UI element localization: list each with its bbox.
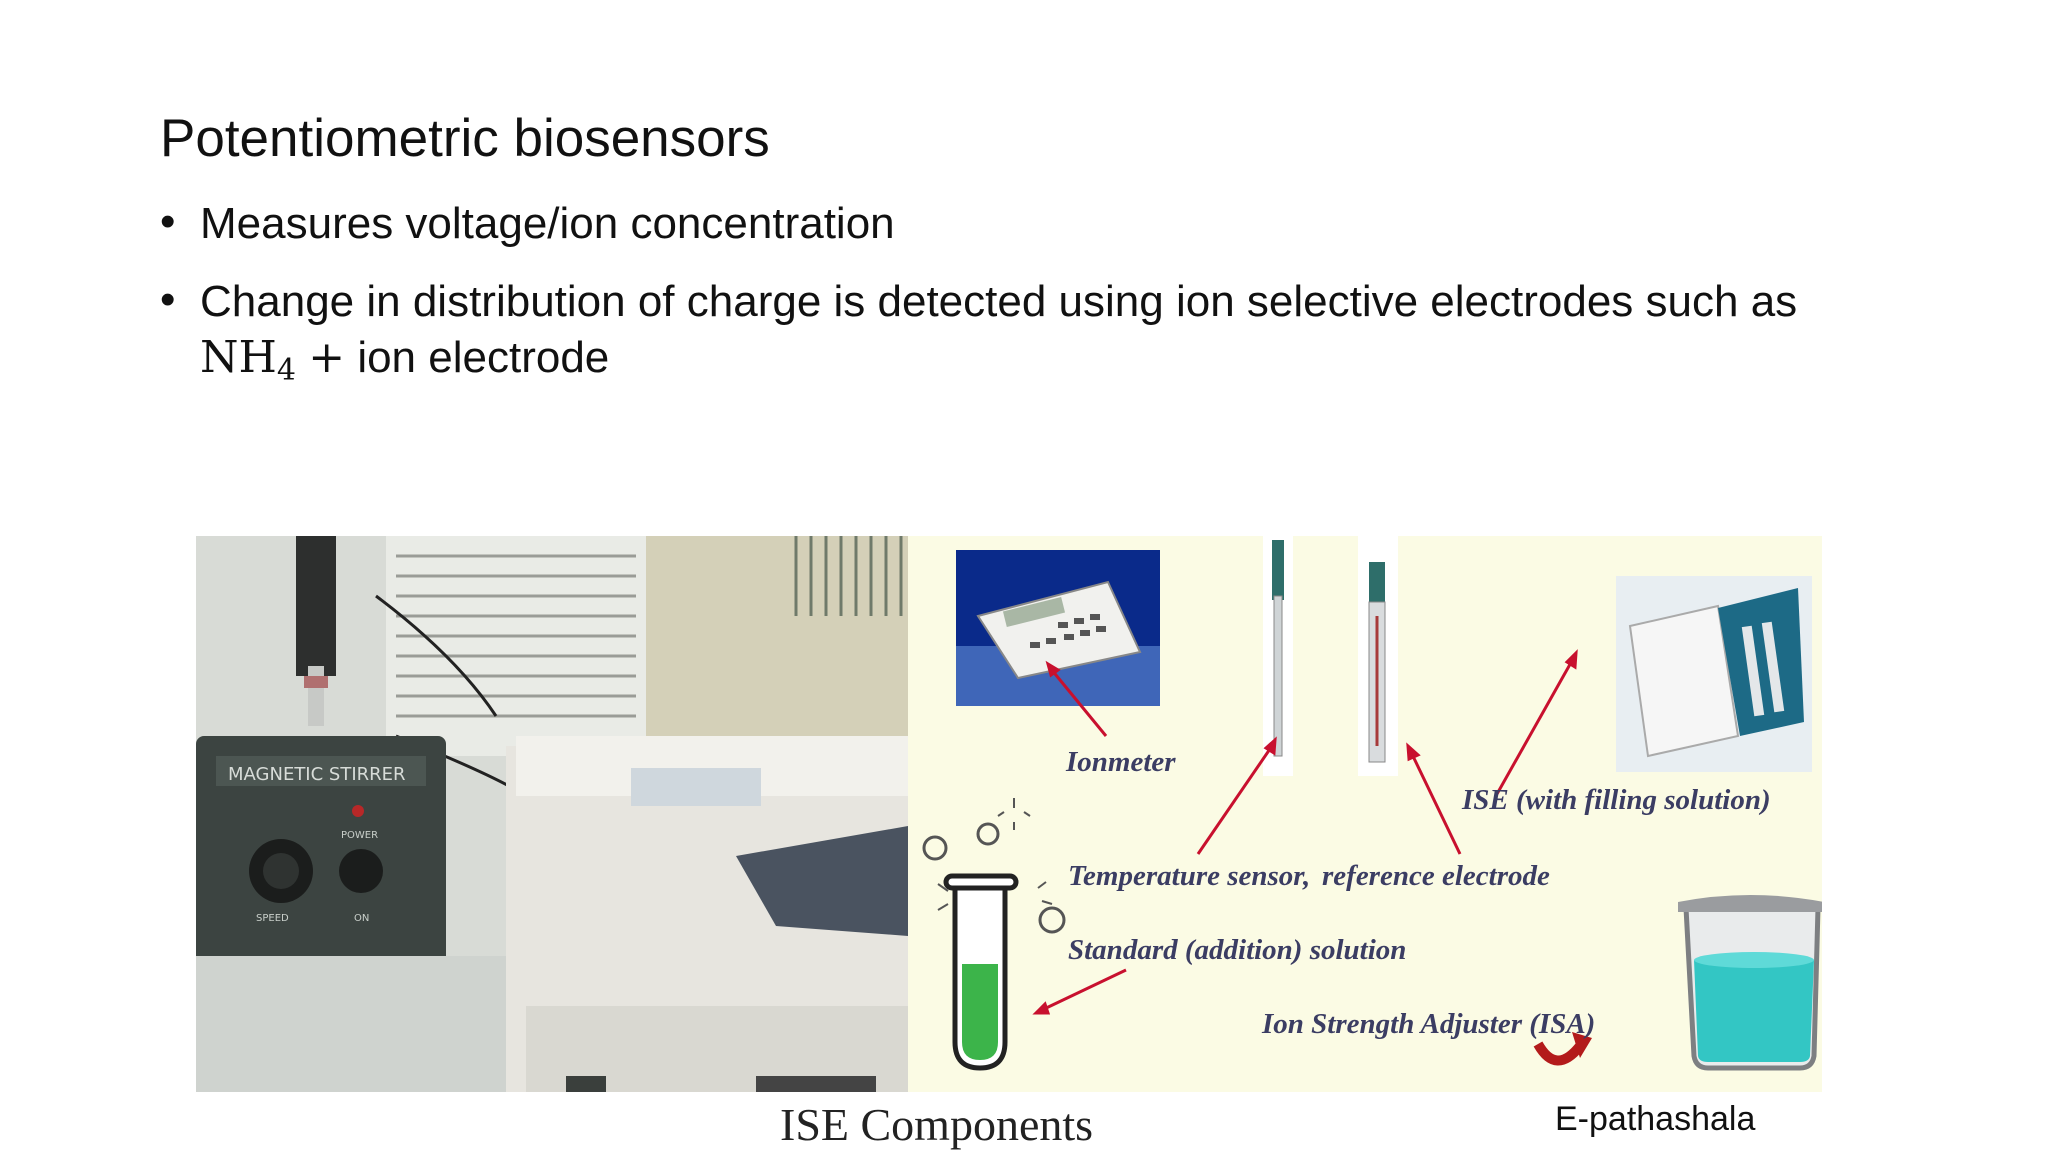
beaker-image (1678, 895, 1822, 1071)
standard-solution-label: Standard (addition) solution (1068, 934, 1407, 966)
bullet-text: Change in distribution of charge is dete… (200, 277, 1798, 326)
lab-photo: MAGNETIC STIRRER POWER SPEED ON (196, 536, 908, 1092)
bullet-dot-icon: • (160, 197, 176, 246)
ise-kit-image (1616, 576, 1812, 772)
svg-text:MAGNETIC STIRRER: MAGNETIC STIRRER (228, 764, 406, 785)
svg-text:ON: ON (354, 913, 369, 924)
lab-photo-illustration: MAGNETIC STIRRER POWER SPEED ON (196, 536, 908, 1092)
ionmeter-label: Ionmeter (1066, 746, 1176, 778)
ise-label: ISE (with filling solution) (1462, 784, 1771, 816)
temperature-sensor-label: Temperature sensor, (1068, 860, 1311, 892)
test-tube-image (943, 873, 1019, 1071)
temperature-sensor-image (1263, 536, 1293, 776)
ise-figure: MAGNETIC STIRRER POWER SPEED ON (196, 536, 1822, 1092)
sparkle-decoration (937, 798, 1053, 911)
ammonium-formula: NH4 (200, 332, 296, 388)
figure-caption: ISE Components (780, 1099, 1094, 1150)
slide-title: Potentiometric biosensors (160, 109, 770, 168)
curved-arrow-icon (1533, 1032, 1592, 1066)
bullet-continuation: ion electrode (357, 333, 610, 382)
ionmeter-image (956, 550, 1160, 706)
plus-sign: + (308, 332, 346, 383)
bullet-list: • Measures voltage/ion concentration • C… (160, 196, 1940, 421)
isa-label: Ion Strength Adjuster (ISA) (1262, 1008, 1596, 1040)
bubbles-decoration (922, 822, 1066, 934)
ise-diagram-illustration (922, 536, 1822, 1071)
bullet-dot-icon: • (160, 275, 176, 324)
ise-diagram: Ionmeter ISE (with filling solution) Tem… (908, 536, 1822, 1092)
red-arrow-icon (1032, 649, 1578, 1015)
reference-electrode-label: reference electrode (1322, 860, 1550, 892)
svg-text:POWER: POWER (341, 830, 378, 841)
bullet-item: • Change in distribution of charge is de… (160, 274, 1940, 399)
svg-text:SPEED: SPEED (256, 913, 289, 924)
bullet-item: • Measures voltage/ion concentration (160, 196, 1940, 252)
bullet-text: Measures voltage/ion concentration (200, 199, 895, 248)
reference-electrode-image (1358, 536, 1398, 776)
source-credit: E-pathashala (1555, 1100, 1756, 1138)
